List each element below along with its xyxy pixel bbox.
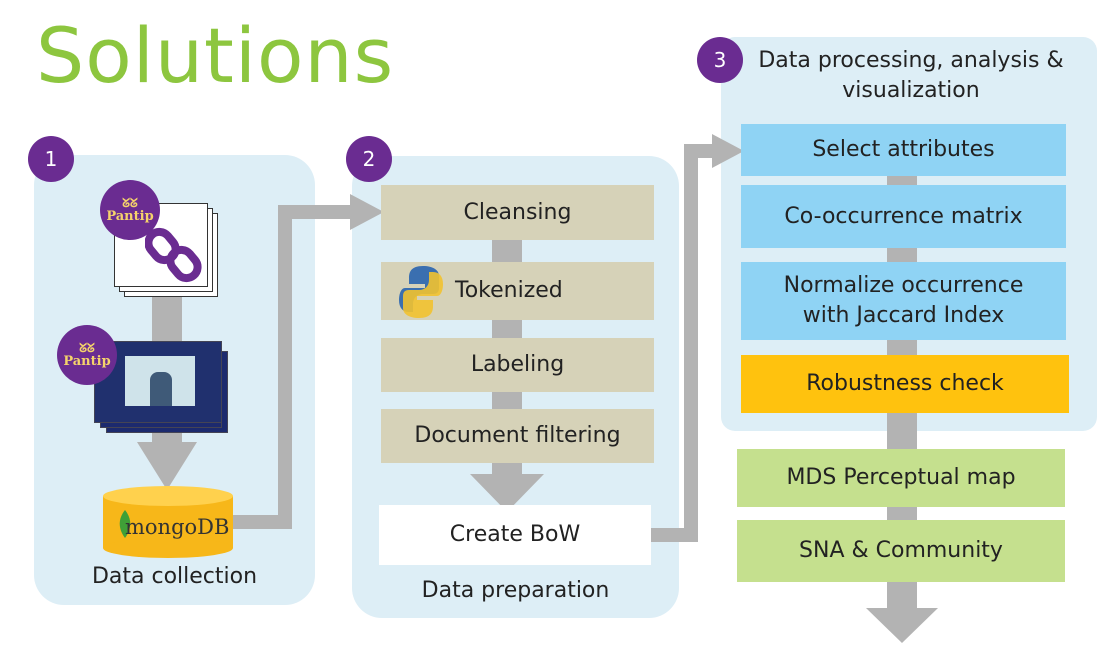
mongodb-database-icon [103,486,233,558]
screenshot-front [94,341,222,423]
cleansing-arrowhead [350,194,384,230]
document-filtering-step: Document filtering [381,409,654,463]
step-1-badge: 1 [28,136,74,182]
create-bow-step: Create BoW [379,505,651,565]
select-attributes-step: Select attributes [741,124,1066,176]
robustness-check-step: Robustness check [741,355,1069,413]
co-occurrence-matrix-step: Co-occurrence matrix [741,185,1066,248]
data-preparation-label: Data preparation [421,578,610,603]
data-processing-label: Data processing, analysis & visualizatio… [758,48,1064,103]
preparation-arrowhead [470,474,544,512]
python-logo-icon [399,266,443,318]
collection-arrowhead [137,442,197,490]
page-title: Solutions [36,11,395,100]
tokenized-label: Tokenized [455,278,563,303]
mongodb-label: mongoDB [125,515,230,539]
normalize-occurrence-step: Normalize occurrence with Jaccard Index [741,262,1066,340]
tokenized-step: Tokenized [381,262,654,320]
cleansing-step: Cleansing [381,185,654,240]
sna-community-step: SNA & Community [737,520,1065,582]
bow-to-select-line [651,144,714,542]
data-collection-label: Data collection [91,564,258,589]
step-2-badge: 2 [346,136,392,182]
select-arrowhead [712,134,744,168]
mongo-to-cleansing-line [230,205,352,529]
processing-arrowhead [866,608,938,643]
step-3-badge: 3 [697,37,743,83]
labeling-step: Labeling [381,338,654,392]
link-icon [145,227,202,283]
mds-perceptual-map-step: MDS Perceptual map [737,449,1065,507]
